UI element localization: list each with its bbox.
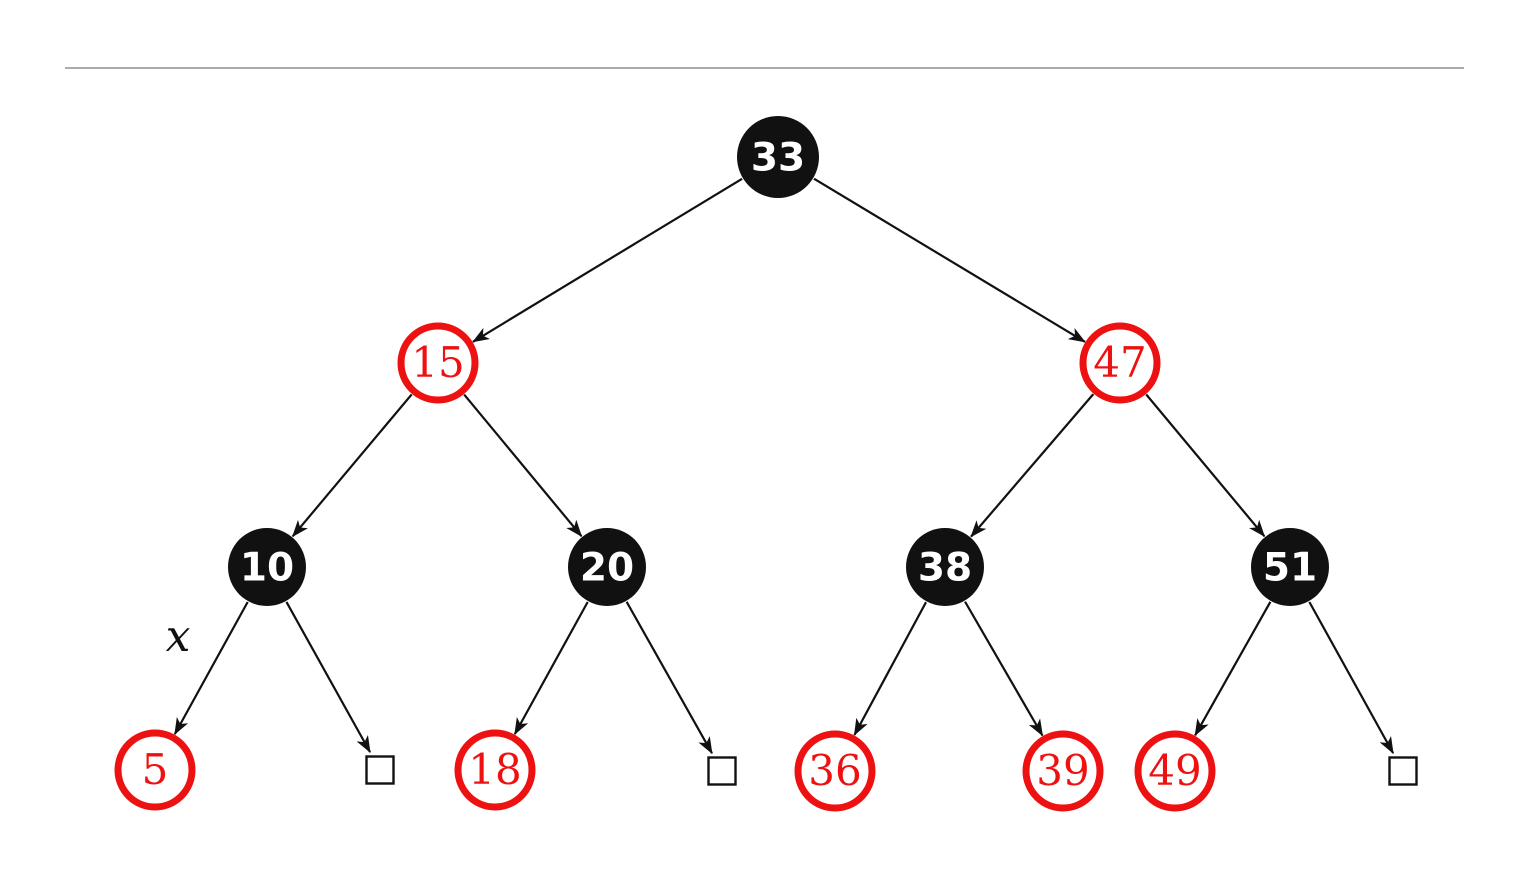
nil-leaf-nil3 bbox=[1388, 756, 1418, 786]
edge-51-49 bbox=[1194, 601, 1272, 737]
node-label: 39 bbox=[1036, 746, 1089, 795]
node-label: 18 bbox=[468, 745, 521, 794]
node-circle bbox=[906, 528, 984, 606]
edge-10-nil1 bbox=[285, 601, 372, 754]
edge-33-47 bbox=[813, 177, 1086, 343]
node-label: 51 bbox=[1263, 546, 1317, 591]
node-circle bbox=[1134, 730, 1216, 812]
node-label: 38 bbox=[918, 546, 972, 591]
tree-node-51: 51 bbox=[1251, 528, 1329, 606]
edge-15-20 bbox=[463, 393, 583, 537]
edge-10-5 bbox=[173, 601, 249, 735]
node-label: 33 bbox=[751, 136, 805, 181]
tree-node-20: 20 bbox=[568, 528, 646, 606]
node-circle bbox=[1079, 322, 1161, 404]
tree-node-33: 33 bbox=[737, 116, 819, 198]
tree-node-49: 49 bbox=[1134, 730, 1216, 812]
annotation-x-label: x bbox=[166, 611, 191, 662]
node-label: 10 bbox=[240, 546, 294, 591]
node-circle bbox=[454, 729, 536, 811]
edge-38-39 bbox=[964, 601, 1044, 737]
tree-node-39: 39 bbox=[1022, 730, 1104, 812]
edge-20-18 bbox=[513, 601, 589, 735]
node-label: 20 bbox=[580, 546, 634, 591]
edge-51-nil3 bbox=[1308, 601, 1395, 754]
node-label: 47 bbox=[1093, 338, 1146, 387]
tree-node-5: 5 bbox=[114, 729, 196, 811]
node-label: 5 bbox=[142, 745, 169, 794]
edge-47-51 bbox=[1145, 393, 1266, 538]
nil-leaf-nil2 bbox=[707, 756, 737, 786]
node-circle bbox=[568, 528, 646, 606]
tree-node-15: 15 bbox=[397, 322, 479, 404]
edge-20-nil2 bbox=[625, 601, 713, 755]
nil-leaf-nil1 bbox=[365, 755, 395, 785]
tree-node-36: 36 bbox=[794, 730, 876, 812]
node-circle bbox=[1251, 528, 1329, 606]
node-label: 15 bbox=[411, 338, 464, 387]
node-label: 49 bbox=[1148, 746, 1201, 795]
tree-node-18: 18 bbox=[454, 729, 536, 811]
node-circle bbox=[794, 730, 876, 812]
node-circle bbox=[114, 729, 196, 811]
node-circle bbox=[737, 116, 819, 198]
tree-node-38: 38 bbox=[906, 528, 984, 606]
edge-38-36 bbox=[853, 601, 927, 736]
edge-33-15 bbox=[472, 177, 743, 343]
tree-node-10: 10 bbox=[228, 528, 306, 606]
edge-47-38 bbox=[970, 393, 1095, 538]
node-circle bbox=[397, 322, 479, 404]
node-circle bbox=[1022, 730, 1104, 812]
edge-15-10 bbox=[291, 393, 413, 538]
tree-node-47: 47 bbox=[1079, 322, 1161, 404]
node-circle bbox=[228, 528, 306, 606]
node-label: 36 bbox=[808, 746, 861, 795]
